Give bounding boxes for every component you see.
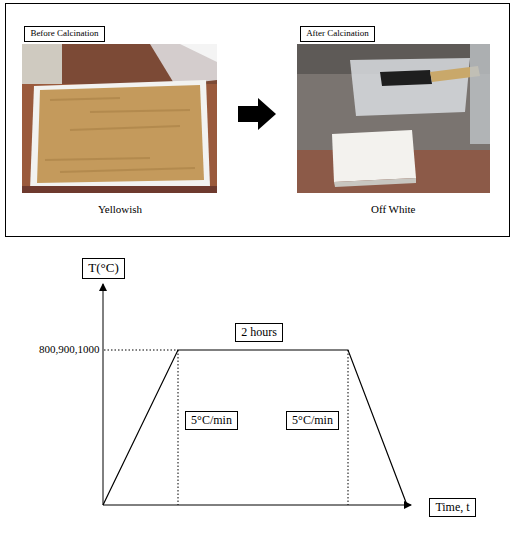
table-back <box>22 44 217 84</box>
process-arrow <box>238 98 276 130</box>
table-edge <box>22 186 217 193</box>
powder <box>37 85 204 183</box>
photo-label: After Calcination <box>300 26 375 42</box>
guide-line <box>178 350 179 505</box>
before-photo <box>22 44 217 193</box>
table-surface <box>22 44 217 193</box>
rate-box: 5°C/min <box>286 411 339 430</box>
axis-label-box: Time, t <box>429 498 476 517</box>
guide-line <box>348 350 349 505</box>
table-surface <box>297 44 490 193</box>
time-axis <box>103 505 411 506</box>
guide-line <box>104 350 178 351</box>
temperature-profile <box>103 350 407 505</box>
after-photo <box>297 44 490 193</box>
duration-box: 2 hours <box>235 323 283 342</box>
photo-label: Before Calcination <box>24 26 105 42</box>
container <box>22 44 62 84</box>
block-edge <box>334 178 416 187</box>
box-text: 2 hours <box>241 325 277 340</box>
box-text: Before Calcination <box>30 28 99 39</box>
rate-box: 5°C/min <box>185 411 238 430</box>
foam-tray <box>30 80 210 190</box>
box-text: 5°C/min <box>292 413 333 428</box>
photo-caption: Off White <box>370 203 417 216</box>
temperature-axis <box>103 284 104 505</box>
calcined-block <box>332 130 416 182</box>
powder-texture <box>45 98 195 172</box>
box-text: 5°C/min <box>191 413 232 428</box>
plastic-bag <box>150 44 217 85</box>
photo-caption: Yellowish <box>97 203 143 216</box>
bottle <box>470 44 490 144</box>
plastic-container <box>350 58 470 116</box>
brush-bristles <box>380 70 432 86</box>
box-text: Time, t <box>435 500 470 515</box>
panel-frame <box>6 4 510 237</box>
axis-label-box: T(°C) <box>82 258 125 279</box>
box-text: After Calcination <box>306 28 369 39</box>
temperature-value: 800,900,1000 <box>38 343 101 356</box>
plastic-bag <box>180 44 217 62</box>
box-text: T(°C) <box>88 260 119 276</box>
